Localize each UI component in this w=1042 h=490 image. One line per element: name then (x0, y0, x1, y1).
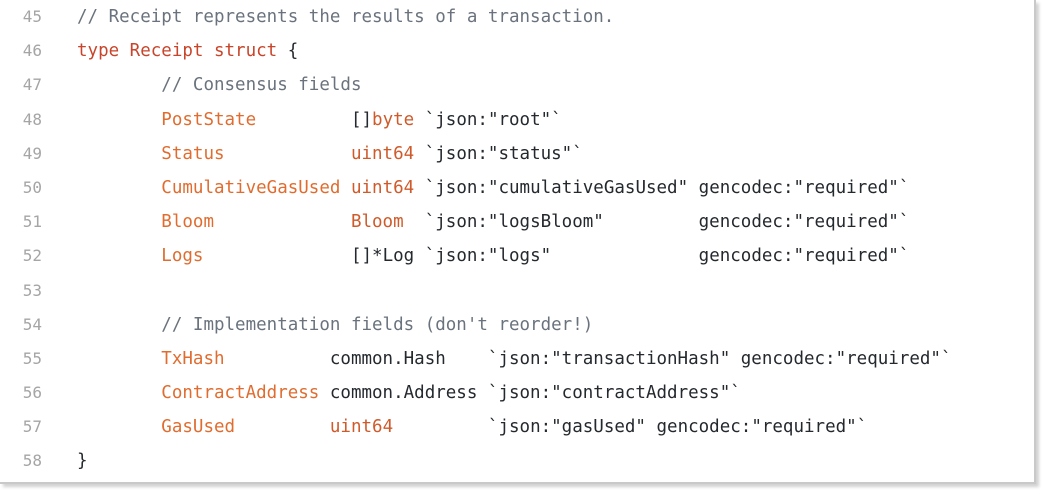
code-token: uint64 (350, 143, 415, 164)
code-view: 45 // Receipt represents the results of a… (0, 0, 1030, 478)
code-text: TxHash common.Hash `json:"transactionHas… (77, 342, 1030, 376)
code-token: common.Hash `json:"transactionHash" genc… (224, 348, 952, 369)
line-number: 50 (22, 177, 42, 197)
code-text: PostState []byte `json:"root"` (77, 103, 1030, 137)
code-line: 54 // Implementation fields (don't reord… (0, 308, 1030, 342)
code-text: // Receipt represents the results of a t… (77, 0, 1030, 34)
line-number: 48 (22, 109, 42, 129)
code-text: Logs []*Log `json:"logs" gencodec:"requi… (77, 239, 1030, 273)
code-token: CumulativeGasUsed (161, 177, 341, 198)
code-token (225, 144, 351, 164)
code-text: // Consensus fields (77, 68, 1030, 102)
code-token: uint64 (350, 177, 415, 198)
code-token (256, 110, 351, 130)
line-number: 45 (22, 7, 42, 26)
code-line: 57 GasUsed uint64 `json:"gasUsed" gencod… (0, 410, 1030, 444)
code-token: `json:"root"` (414, 109, 562, 130)
code-token (235, 417, 330, 437)
line-number: 57 (22, 417, 42, 437)
line-number: 46 (22, 41, 42, 61)
code-token (340, 178, 351, 198)
code-token: Status (161, 143, 225, 164)
code-token (77, 212, 161, 232)
code-token: common.Address `json:"contractAddress"` (319, 383, 741, 404)
code-token: PostState (161, 109, 257, 130)
line-number: 47 (22, 75, 42, 95)
code-token: type Receipt struct (77, 41, 278, 62)
code-text (77, 274, 1030, 308)
code-token (77, 417, 161, 437)
code-line: 53 (0, 274, 1030, 308)
code-token (77, 383, 161, 403)
code-token (77, 178, 161, 198)
code-line: 47 // Consensus fields (0, 68, 1030, 102)
code-token: // Consensus fields (161, 75, 362, 96)
code-line: 45 // Receipt represents the results of a… (0, 0, 1030, 34)
code-text: Bloom Bloom `json:"logsBloom" gencodec:"… (77, 205, 1030, 239)
code-token: // Implementation fields (don't reorder!… (161, 314, 594, 335)
code-line: 50 CumulativeGasUsed uint64 `json:"cumul… (0, 171, 1030, 205)
code-token: { (277, 41, 299, 62)
code-token (77, 315, 161, 335)
code-text: Status uint64 `json:"status"` (77, 137, 1030, 171)
code-token: `json:"logsBloom" gencodec:"required"` (403, 212, 910, 233)
code-line: 58} (0, 444, 1030, 478)
code-text: type Receipt struct { (77, 34, 1030, 68)
code-token: `json:"cumulativeGasUsed" gencodec:"requ… (414, 177, 910, 198)
code-line: 56 ContractAddress common.Address `json:… (0, 376, 1030, 410)
code-token: GasUsed (161, 417, 236, 438)
line-number: 51 (22, 212, 42, 232)
code-token: // Receipt represents the results of a t… (77, 7, 615, 27)
code-line: 49 Status uint64 `json:"status"` (0, 137, 1030, 171)
code-token: Bloom (161, 212, 214, 233)
line-number: 49 (22, 143, 42, 163)
code-token (77, 246, 161, 266)
code-line: 46 type Receipt struct { (0, 34, 1030, 68)
code-token: []*Log `json:"logs" gencodec:"required"` (350, 246, 910, 267)
code-token: [] (350, 109, 373, 130)
code-token: Bloom (350, 212, 404, 233)
code-token: TxHash (161, 348, 225, 369)
code-token: } (77, 451, 88, 472)
line-number: 56 (22, 383, 42, 403)
code-text: GasUsed uint64 `json:"gasUsed" gencodec:… (77, 410, 1030, 444)
code-token (77, 144, 161, 164)
code-token (77, 349, 161, 369)
code-token (77, 110, 161, 130)
code-token (203, 246, 351, 266)
code-text: CumulativeGasUsed uint64 `json:"cumulati… (77, 171, 1030, 205)
code-token (214, 212, 351, 232)
code-token: `json:"status"` (414, 143, 583, 164)
code-token (77, 75, 161, 95)
code-text: // Implementation fields (don't reorder!… (77, 308, 1030, 342)
line-number: 52 (22, 246, 42, 266)
line-number: 54 (22, 314, 42, 334)
line-number: 58 (22, 451, 42, 471)
line-number: 53 (22, 280, 42, 300)
code-line: 48 PostState []byte `json:"root"` (0, 103, 1030, 137)
line-number: 55 (22, 348, 42, 368)
code-line: 51 Bloom Bloom `json:"logsBloom" gencode… (0, 205, 1030, 239)
code-token: uint64 (329, 417, 394, 438)
code-line: 52 Logs []*Log `json:"logs" gencodec:"re… (0, 239, 1030, 273)
code-token: `json:"gasUsed" gencodec:"required"` (393, 417, 868, 438)
code-token: ContractAddress (161, 383, 320, 404)
code-line: 55 TxHash common.Hash `json:"transaction… (0, 342, 1030, 376)
code-token: Logs (161, 246, 204, 267)
code-text: } (77, 444, 1030, 478)
code-text: ContractAddress common.Address `json:"co… (77, 376, 1030, 410)
code-token: byte (372, 109, 415, 130)
